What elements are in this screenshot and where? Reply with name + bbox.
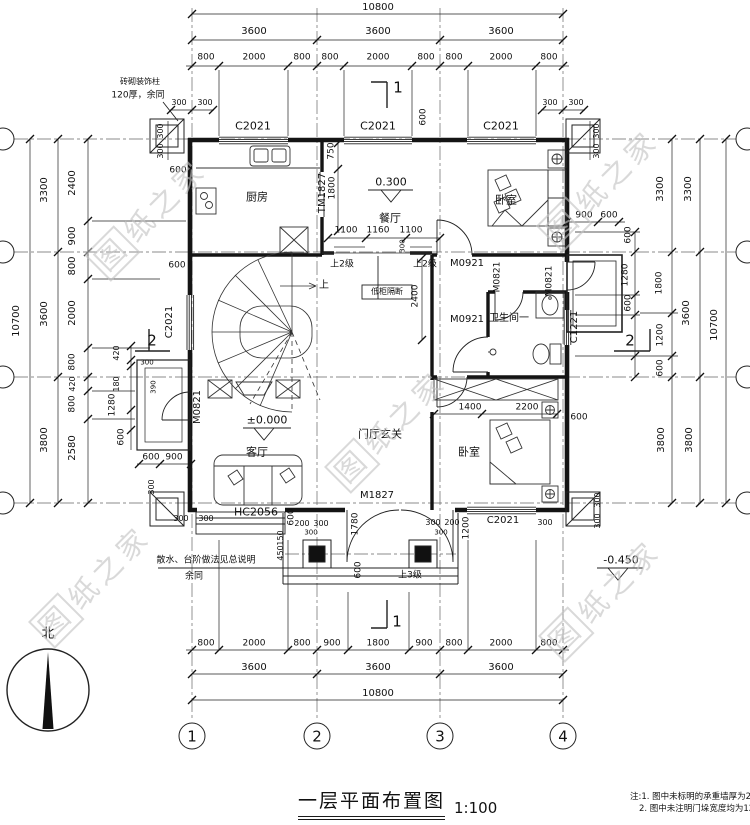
bedroom1-furniture	[487, 149, 567, 247]
axis-bubble-3: 3	[426, 722, 454, 750]
north-arrow	[6, 648, 90, 732]
kitchen-fixtures	[195, 145, 320, 254]
staircase	[211, 246, 432, 413]
interior-walls	[190, 140, 567, 510]
drawing-notes: 注:1. 图中未标明的承重墙厚为240, 2. 图中未注明门垛宽度均为120或墙	[630, 791, 750, 816]
axis-number: 4	[558, 727, 568, 745]
axis-bubble-4: 4	[549, 722, 577, 750]
axis-number: 3	[435, 727, 445, 745]
axis-number: 2	[312, 727, 322, 745]
axis-bubble-1: 1	[178, 722, 206, 750]
annotation-marks	[135, 81, 651, 629]
left-bump-porch	[136, 359, 191, 451]
living-room-furniture	[207, 379, 303, 506]
note-line-1: 注:1. 图中未标明的承重墙厚为240,	[630, 792, 750, 802]
windows	[186, 136, 572, 535]
level-marks	[243, 189, 643, 581]
axis-bubble-2: 2	[303, 722, 331, 750]
bathroom-fixtures	[488, 291, 565, 365]
corner-pilasters	[149, 118, 601, 527]
drawing-title-text: 一层平面布置图	[298, 786, 446, 820]
axis-number: 1	[187, 727, 197, 745]
bedroom2-furniture	[433, 378, 559, 503]
right-bump-room	[566, 254, 623, 333]
dimension-lines	[29, 13, 727, 701]
doors	[161, 219, 596, 563]
edge-axis-bubbles	[0, 127, 750, 515]
axis-grid-lines	[14, 8, 736, 720]
note-line-2: 2. 图中未注明门垛宽度均为120或墙	[639, 804, 750, 815]
drawing-title: 一层平面布置图 1:100	[298, 786, 497, 820]
entry-porch	[282, 513, 459, 585]
drawing-scale: 1:100	[454, 799, 498, 817]
